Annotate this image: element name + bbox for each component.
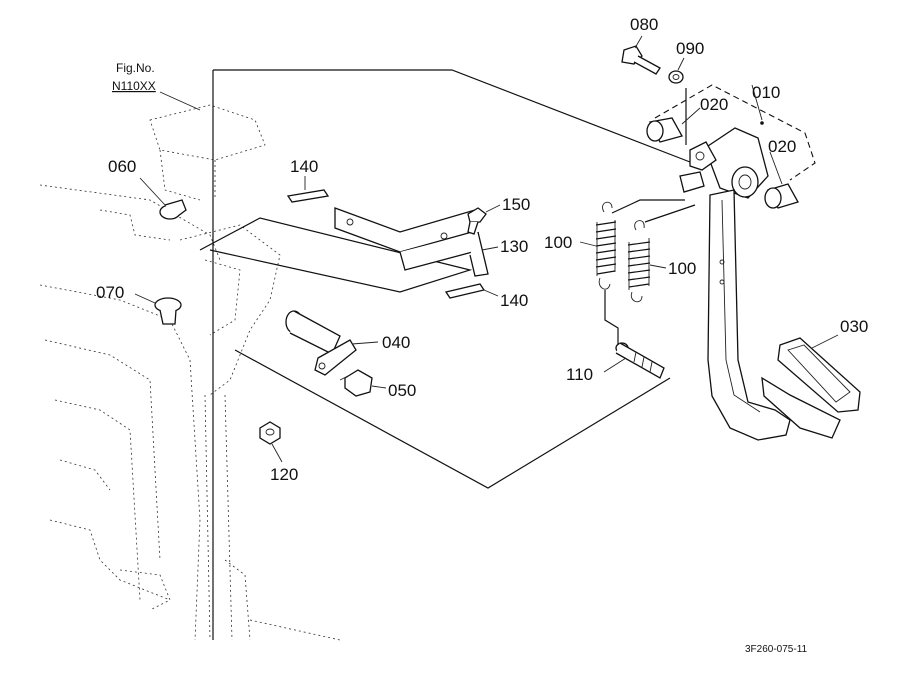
label-060[interactable]: 060 [108,157,136,176]
leader-030 [811,334,839,349]
part-140-key-lower [444,283,486,299]
leader-050 [371,385,387,389]
assembly-010-boundary [654,84,816,181]
part-040-rod [285,310,357,376]
label-110[interactable]: 110 [566,365,593,384]
label-080[interactable]: 080 [630,15,658,34]
fig-no-value: N110XX [112,79,156,93]
leader-080 [634,35,643,49]
label-040[interactable]: 040 [382,333,410,352]
part-110-pin [615,342,665,379]
leader-110 [603,357,627,373]
leader-060 [139,177,166,206]
part-150-bolt [467,207,487,235]
leader-100-right [649,264,667,269]
assembly-reference-lines [199,69,696,640]
leader-090 [677,57,685,71]
label-140-lower[interactable]: 140 [500,291,528,310]
leader-020-right [769,151,783,185]
leader-130 [481,246,499,251]
label-130[interactable]: 130 [500,237,528,256]
label-090[interactable]: 090 [676,39,704,58]
label-100-right[interactable]: 100 [668,259,696,278]
label-120[interactable]: 120 [270,465,298,484]
fig-no-label: Fig.No. [116,61,155,75]
drawing-code: 3F260-075-11 [745,644,808,655]
label-150[interactable]: 150 [502,195,530,214]
label-100-left[interactable]: 100 [544,233,572,252]
part-050-switch [339,369,373,397]
part-080-bolt [621,45,661,75]
label-050[interactable]: 050 [388,381,416,400]
fig-ref-leader [159,91,201,111]
leader-120 [271,443,283,463]
part-020-bushing-right [764,183,799,209]
leader-150 [485,204,501,213]
part-100-spring-right [627,220,651,303]
part-130-bracket [334,207,489,277]
part-010-brake-pedal [679,127,791,441]
leader-140-lower [483,289,499,297]
leader-070 [134,293,156,304]
dot-010 [760,121,764,125]
label-020-left[interactable]: 020 [700,95,728,114]
part-070-plug [154,297,182,325]
part-100-spring-left [595,201,617,290]
part-120-nut [259,421,281,445]
part-060-plug [159,199,187,220]
label-010[interactable]: 010 [752,83,780,102]
leader-100-left [579,241,597,247]
part-030-pedal-pad [761,337,861,439]
label-020-right[interactable]: 020 [768,137,796,156]
leader-010 [751,84,763,121]
part-140-key-upper [286,189,330,203]
part-020-bushing-left [646,117,683,143]
part-090-washer [668,70,684,84]
tractor-frame-outline [39,104,341,641]
label-140-upper[interactable]: 140 [290,157,318,176]
leader-040 [351,341,379,345]
label-030[interactable]: 030 [840,317,868,336]
leader-020-left [681,107,701,125]
label-070[interactable]: 070 [96,283,124,302]
